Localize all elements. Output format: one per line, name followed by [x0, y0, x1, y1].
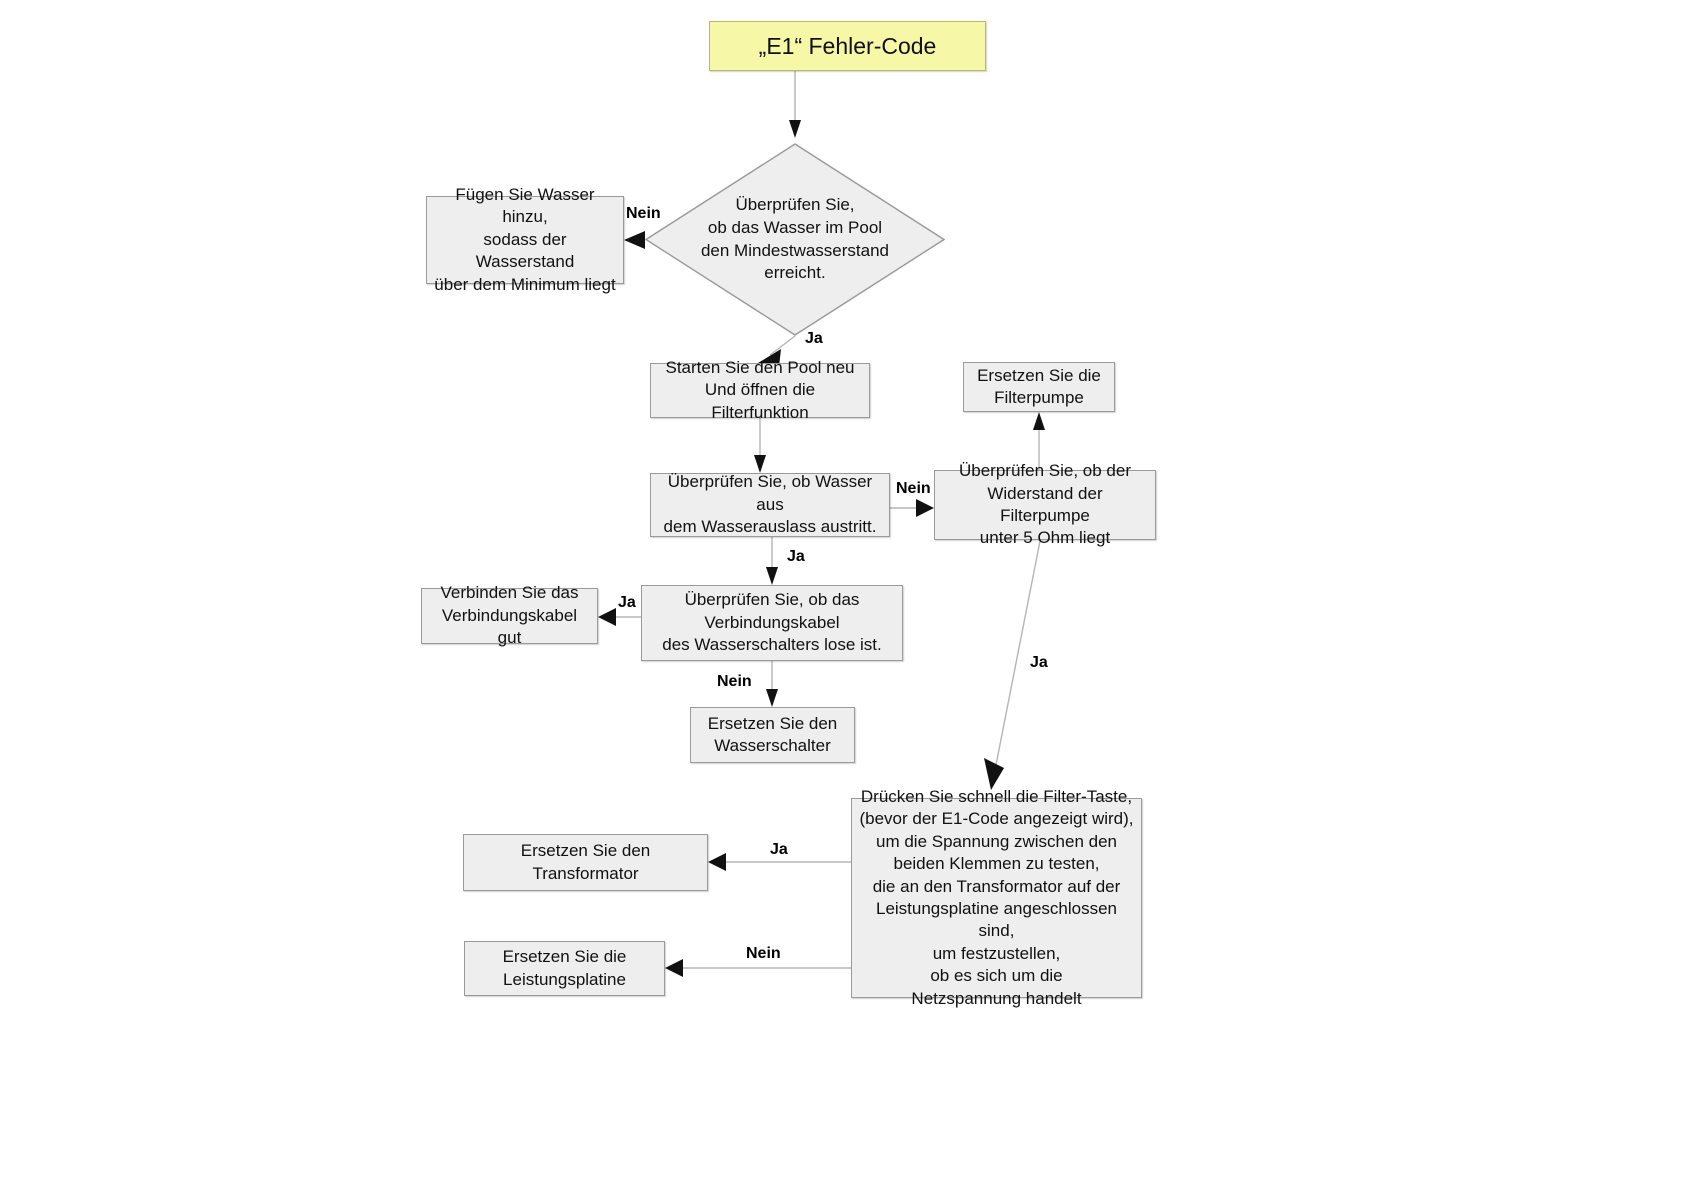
node-add-water-label: Fügen Sie Wasser hinzu, sodass der Wasse…: [434, 184, 616, 294]
edge-check-water-to-add-water: [624, 231, 645, 249]
diamond-shape: [645, 143, 945, 336]
node-check-water-outlet-label: Überprüfen Sie, ob Wasser aus dem Wasser…: [663, 472, 877, 537]
edge-label-no-water: Nein: [626, 205, 661, 222]
node-replace-water-switch[interactable]: Ersetzen Sie den Wasserschalter: [690, 707, 855, 763]
node-check-water-level-label: Überprüfen Sie, ob das Wasser im Pool de…: [700, 194, 890, 283]
edge-check-cable-to-replace-switch: [766, 661, 778, 707]
node-connect-cable[interactable]: Verbinden Sie das Verbindungskabel gut: [421, 583, 598, 647]
node-replace-filter-pump-label: Ersetzen Sie die Filterpumpe: [977, 365, 1101, 407]
edge-start-to-check-water: [789, 71, 801, 138]
node-press-filter-button-label: Drücken Sie schnell die Filter-Taste, (b…: [859, 786, 1134, 1008]
node-check-water-level[interactable]: Überprüfen Sie, ob das Wasser im Pool de…: [645, 143, 945, 336]
node-check-pump-resistance[interactable]: Überprüfen Sie, ob der Widerstand der Fi…: [934, 461, 1156, 547]
node-replace-power-board-label: Ersetzen Sie die Leistungsplatine: [502, 947, 627, 989]
edge-label-no-cable: Nein: [717, 673, 752, 690]
edge-restart-pool-to-check-outlet: [754, 418, 766, 473]
edge-check-outlet-to-check-resistance: [890, 499, 934, 517]
edge-label-no-outlet: Nein: [896, 480, 931, 497]
edge-label-yes-cable: Ja: [618, 594, 636, 611]
node-replace-transformer-label: Ersetzen Sie den Transformator: [520, 841, 651, 883]
node-check-pump-resistance-label: Überprüfen Sie, ob der Widerstand der Fi…: [959, 461, 1131, 548]
node-check-connection-cable[interactable]: Überprüfen Sie, ob das Verbindungskabel …: [641, 585, 903, 661]
edge-label-yes-outlet: Ja: [787, 548, 805, 565]
node-add-water[interactable]: Fügen Sie Wasser hinzu, sodass der Wasse…: [426, 185, 624, 294]
node-check-water-outlet[interactable]: Überprüfen Sie, ob Wasser aus dem Wasser…: [650, 472, 890, 537]
node-replace-filter-pump[interactable]: Ersetzen Sie die Filterpumpe: [963, 362, 1115, 412]
edge-label-yes-transformer: Ja: [770, 841, 788, 858]
node-restart-pool[interactable]: Starten Sie den Pool neu Und öffnen die …: [650, 358, 870, 422]
node-replace-transformer[interactable]: Ersetzen Sie den Transformator: [463, 834, 708, 891]
node-press-filter-button[interactable]: Drücken Sie schnell die Filter-Taste, (b…: [851, 787, 1142, 1008]
edge-check-outlet-to-check-cable: [766, 537, 778, 585]
edge-label-yes-resistance: Ja: [1030, 654, 1048, 671]
edge-label-yes-water: Ja: [805, 330, 823, 347]
node-check-connection-cable-label: Überprüfen Sie, ob das Verbindungskabel …: [662, 590, 882, 655]
edge-label-no-transformer: Nein: [746, 945, 781, 962]
node-replace-water-switch-label: Ersetzen Sie den Wasserschalter: [707, 713, 838, 755]
node-start-e1-error-code[interactable]: „E1“ Fehler-Code: [709, 21, 986, 71]
node-restart-pool-label: Starten Sie den Pool neu Und öffnen die …: [665, 357, 855, 422]
node-replace-power-board[interactable]: Ersetzen Sie die Leistungsplatine: [464, 941, 665, 996]
node-connect-cable-label: Verbinden Sie das Verbindungskabel gut: [440, 583, 579, 648]
node-start-label: „E1“ Fehler-Code: [758, 32, 937, 59]
